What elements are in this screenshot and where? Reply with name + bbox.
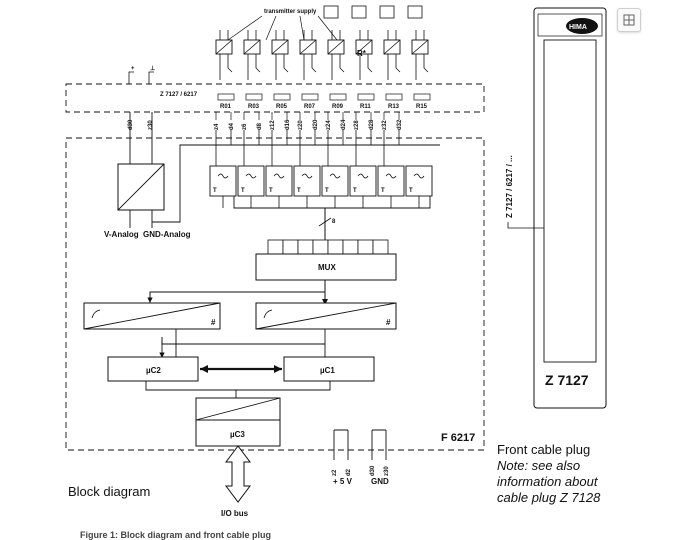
front-plug-note-2: information about: [497, 474, 598, 489]
transmitter: [379, 5, 401, 80]
filter-t-label: T: [353, 188, 357, 194]
filter-block: T: [349, 130, 377, 208]
resistor-label: R07: [304, 104, 316, 110]
transmitter-supply-label: transmitter supply: [264, 9, 317, 15]
transmitter: [271, 30, 289, 80]
pin-label: d4: [229, 122, 235, 130]
mux-input-cell: [342, 239, 359, 255]
io-bus-arrow: [225, 445, 251, 503]
uc1-label: µC1: [320, 366, 335, 375]
filter-block: T: [321, 130, 349, 208]
resistor-label: R05: [276, 104, 288, 110]
resistor-label: R15: [416, 104, 428, 110]
module-name: F 6217: [441, 432, 475, 444]
filter-block: T: [265, 130, 293, 208]
io-bus-label: I/O bus: [221, 509, 249, 518]
front-plug-title: Front cable plug: [497, 442, 591, 457]
resistor-label: R09: [332, 104, 344, 110]
resistor-label: R13: [388, 104, 400, 110]
filter-t-label: T: [297, 188, 301, 194]
uc2-label: µC2: [146, 366, 161, 375]
resistor-label: R01: [220, 104, 232, 110]
pin-label: d8: [257, 122, 263, 130]
pin-label: z28: [354, 120, 360, 130]
pin-label-bottom: z2: [332, 469, 338, 476]
resistor-label: R03: [248, 104, 260, 110]
filter-t-label: T: [213, 188, 217, 194]
front-plug-note-3: cable plug Z 7128: [497, 490, 601, 505]
filter-block: T: [209, 130, 237, 208]
pin-label: d24: [341, 119, 347, 130]
pin-label: z24: [326, 120, 332, 130]
module-box: [65, 137, 485, 451]
pin-label: z20: [298, 120, 304, 130]
front-plug-note-1: Note: see also: [497, 458, 581, 473]
transmitter-group: [215, 5, 429, 80]
filter-block: T: [406, 166, 433, 208]
figure-caption: Figure 1: Block diagram and front cable …: [80, 530, 272, 540]
filter-t-label: T: [409, 188, 413, 194]
mux-input-cell: [282, 239, 299, 255]
label-5v: + 5 V: [333, 477, 353, 486]
filter-t-label: T: [241, 188, 245, 194]
pin-label: z4: [214, 123, 220, 130]
mux-input-cell: [297, 239, 314, 255]
resistor-label: R11: [360, 104, 371, 110]
svg-text:⊥: ⊥: [150, 65, 155, 72]
transmitter: [215, 30, 233, 80]
adc-right-hash: #: [386, 318, 391, 327]
pin-label-power: d30: [128, 119, 134, 130]
uc2-block: [107, 356, 199, 382]
transmitter: [299, 30, 317, 80]
gnd-analog-label: GND-Analog: [143, 230, 191, 239]
cable-plug-bar: [65, 83, 485, 113]
label-gnd: GND: [371, 477, 389, 486]
filter-block: T: [377, 130, 405, 208]
pin-label: d28: [369, 119, 375, 130]
pin-label: d32: [397, 119, 403, 130]
mux-input-cell: [372, 239, 389, 255]
mux-block: [255, 253, 397, 281]
filter-block: T: [237, 130, 265, 208]
uc3-block: [195, 397, 281, 447]
adc-left-hash: #: [211, 318, 216, 327]
svg-text:HIMA: HIMA: [569, 24, 587, 31]
pin-label: d20: [313, 119, 319, 130]
mux-input-cell: [327, 239, 344, 255]
pin-label: z6: [242, 123, 248, 130]
filter-t-label: T: [381, 188, 385, 194]
pin-label: d16: [285, 119, 291, 130]
mux-input-cell: [267, 239, 284, 255]
svg-text:+: +: [131, 66, 135, 72]
mux-input-cell: [312, 239, 329, 255]
pin-label-bottom: d30: [370, 465, 376, 476]
uc1-block: [283, 356, 375, 382]
grid-icon[interactable]: [617, 8, 641, 32]
transmitter: [407, 5, 429, 80]
filter-block: T: [293, 130, 321, 208]
transmitter: [351, 5, 373, 80]
transmitter: [323, 5, 345, 80]
mux-label: MUX: [318, 263, 336, 272]
pin-label-bottom: z30: [384, 466, 390, 476]
pin-label-bottom: d2: [346, 468, 352, 476]
pin-label-power: z30: [148, 120, 154, 130]
transmitter: [243, 30, 261, 80]
hima-logo: [566, 18, 598, 34]
pin-label: z32: [382, 120, 388, 130]
uc3-label: µC3: [230, 430, 245, 439]
v-analog-label: V-Analog: [104, 230, 139, 239]
module-bar-label: Z 7127 / 6217: [160, 92, 198, 98]
vertical-card-label: Z 7127 / 6217 / ...: [505, 155, 514, 218]
filter-t-label: T: [269, 188, 273, 194]
r-star-label: R*: [357, 49, 367, 58]
card-label: Z 7127: [545, 372, 589, 388]
filter-t-label: T: [325, 188, 329, 194]
pin-label: z12: [270, 120, 276, 130]
block-diagram-caption: Block diagram: [68, 484, 151, 499]
mux-input-cell: [357, 239, 374, 255]
bus-width-label: 8: [332, 219, 336, 225]
front-plug-caption: Front cable plug Note: see also informat…: [497, 442, 600, 506]
